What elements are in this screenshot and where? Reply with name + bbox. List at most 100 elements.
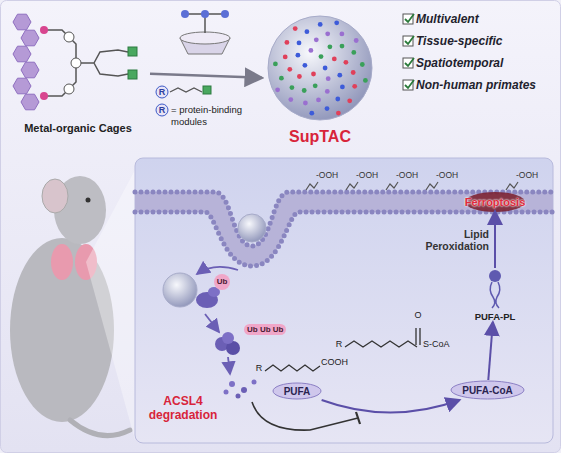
- module-dot: [360, 62, 365, 67]
- r-label: R: [156, 104, 168, 116]
- module-dot: [313, 83, 318, 88]
- module-dot: [325, 106, 330, 111]
- module-dot: [309, 111, 314, 116]
- module-dot: [273, 62, 278, 67]
- module-dot: [332, 57, 337, 62]
- node-text: SupTAC: [289, 128, 351, 146]
- cyclodextrin-rim: [180, 32, 230, 44]
- peroxide-label: -OOH: [396, 170, 418, 180]
- hexagon-ring: [13, 46, 31, 62]
- module-dot: [334, 20, 339, 25]
- module-dot: [354, 38, 359, 43]
- r-marker: [156, 86, 168, 98]
- cage-node: Metal-organic Cages: [6, 8, 150, 134]
- module-dot: [344, 60, 349, 65]
- amine-group: [221, 10, 229, 18]
- uptake-arrow: [197, 267, 238, 274]
- protein-fragment: [252, 380, 257, 385]
- check-mark: [405, 58, 414, 66]
- zoom-wedge: [86, 170, 135, 440]
- cell-membrane: [135, 192, 553, 266]
- feature-item: Multivalent: [416, 12, 479, 26]
- module-dot: [303, 101, 308, 106]
- lipid-node: PUFA-PL: [470, 268, 520, 322]
- node-text: PUFA-CoA: [462, 385, 513, 396]
- module-dot: [352, 84, 357, 89]
- node-text: PUFA: [284, 386, 311, 397]
- module-dot: [288, 97, 293, 102]
- ester-linker: [170, 88, 202, 92]
- check-mark: [405, 36, 414, 44]
- module-dot: [275, 87, 280, 92]
- ferroptosis-node: Ferroptosis: [455, 193, 535, 211]
- ubiquitin-label: Ub: [214, 276, 230, 288]
- module-dot: [340, 32, 345, 37]
- r-marker: [156, 104, 168, 116]
- module-dot: [336, 111, 341, 116]
- hexagon-ring: [21, 30, 39, 46]
- mouse-ear: [42, 179, 68, 213]
- module-dot: [302, 88, 307, 93]
- lipid-tails: [490, 282, 500, 308]
- lung: [51, 244, 73, 280]
- flow-arrow: [488, 322, 493, 380]
- suptac-node: SupTAC: [262, 14, 378, 146]
- hexagon-ring: [21, 62, 39, 78]
- process-arrow: [205, 314, 219, 332]
- group-label: COOH: [321, 357, 348, 368]
- module-dot: [279, 76, 284, 81]
- adamantane-cube: [203, 86, 211, 94]
- module-dot: [351, 50, 356, 55]
- module-dot: [325, 31, 330, 36]
- legend-note: = protein-binding modules: [171, 104, 267, 128]
- check-mark: [405, 14, 414, 22]
- module-dot: [340, 85, 345, 90]
- module-dot: [323, 66, 328, 71]
- module-dot: [363, 78, 368, 83]
- module-dots: [273, 20, 368, 115]
- module-dot: [347, 98, 352, 103]
- mouse-tail: [70, 420, 130, 436]
- r-label: R: [156, 86, 168, 98]
- hexagon-ring: [13, 78, 31, 94]
- feature-item: Tissue-specific: [416, 34, 502, 48]
- node-text: Ferroptosis: [465, 196, 526, 208]
- adamantane-cube: [128, 47, 137, 56]
- phenyl-ring: [71, 58, 81, 68]
- module-dot: [351, 70, 356, 75]
- edge-label: Lipid Peroxidation: [417, 228, 489, 252]
- module-dot: [305, 29, 310, 34]
- protein-fragment: [241, 387, 247, 393]
- module-dot: [337, 73, 342, 78]
- mouse-eye: [86, 198, 91, 203]
- module-dot: [318, 22, 323, 27]
- checkbox: [403, 80, 413, 90]
- module-dot: [319, 54, 324, 59]
- peroxide-label: -OOH: [356, 170, 378, 180]
- node-text: Metal-organic Cages: [24, 122, 132, 134]
- checkbox: [403, 36, 413, 46]
- flow-arrow: [494, 211, 496, 268]
- module-dot: [311, 72, 316, 77]
- metal-node: [40, 26, 48, 34]
- node-text: PUFA-PL: [475, 311, 516, 322]
- module-dot: [303, 63, 308, 68]
- pufa-coa-chain: [345, 328, 420, 347]
- flow-arrow: [150, 74, 262, 78]
- process-label: ACSL4 degradation: [138, 394, 228, 422]
- metabolite-ellipse: PUFA-CoA: [450, 380, 525, 400]
- amine-group: [201, 10, 209, 18]
- module-dot: [335, 97, 340, 102]
- hexagon-ring: [21, 94, 39, 110]
- ubiquitin-chain: Ub Ub Ub: [244, 324, 286, 335]
- module-dot: [293, 26, 298, 31]
- protein-cluster: [222, 332, 234, 344]
- suptac-sphere: [238, 214, 266, 242]
- lipid-head: [489, 270, 501, 282]
- lipid-heads: [135, 192, 553, 246]
- peroxide-label: -OOH: [316, 170, 338, 180]
- protein-fragment: [236, 394, 241, 399]
- suptac-sphere: [268, 16, 372, 120]
